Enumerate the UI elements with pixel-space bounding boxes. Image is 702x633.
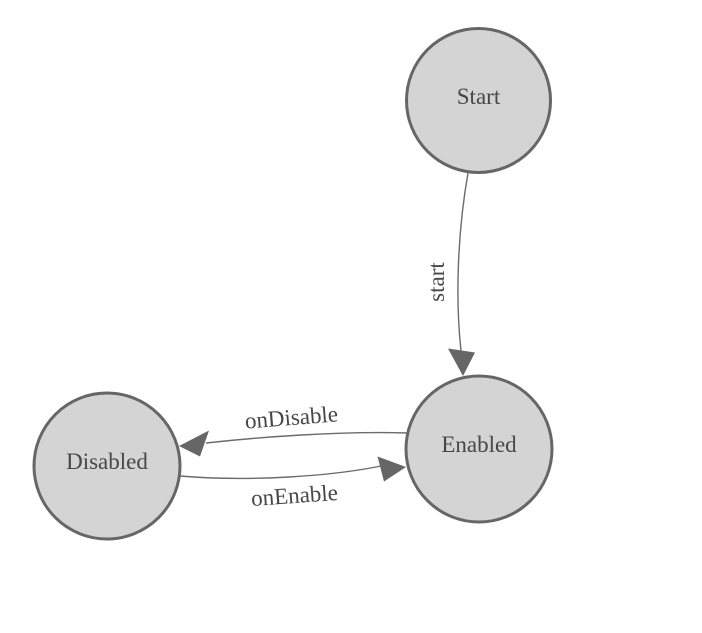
transition-label-start: start: [424, 262, 449, 302]
edge-enabled-to-disabled: [205, 431, 408, 444]
state-label-enabled: Enabled: [441, 432, 517, 457]
transition-start: start: [424, 172, 475, 376]
state-disabled: Disabled: [32, 391, 182, 541]
edge-disabled-to-enabled: [179, 465, 382, 480]
state-start: Start: [405, 27, 552, 174]
transition-ondisable: onDisable: [179, 401, 408, 457]
arrowhead-down-icon: [448, 348, 475, 376]
state-circle-start: [405, 27, 552, 174]
state-enabled: Enabled: [404, 374, 554, 524]
edge-start-to-enabled: [457, 172, 469, 352]
arrowhead-left-icon: [179, 430, 209, 457]
transition-label-ondisable: onDisable: [244, 401, 339, 433]
state-label-disabled: Disabled: [66, 449, 148, 474]
state-label-start: Start: [457, 84, 501, 109]
transition-onenable: onEnable: [179, 456, 406, 511]
state-circle-enabled: [404, 374, 554, 524]
transition-label-onenable: onEnable: [250, 480, 338, 511]
arrowhead-right-icon: [377, 456, 406, 482]
state-circle-disabled: [32, 391, 182, 541]
